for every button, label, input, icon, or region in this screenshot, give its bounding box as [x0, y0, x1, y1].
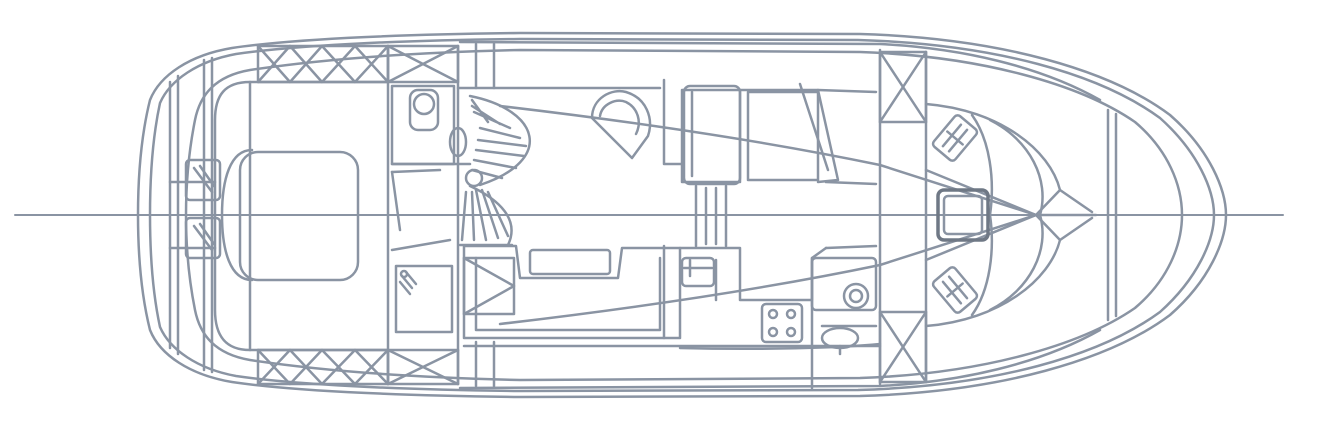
aft-cockpit-bench	[168, 80, 390, 352]
forward-hatch	[936, 188, 990, 242]
forward-hatch-panels	[878, 48, 928, 386]
dinette-seating	[662, 78, 878, 248]
galley-sink	[680, 256, 716, 288]
dinette-table	[746, 90, 820, 182]
aft-deck-hatches	[256, 44, 460, 386]
forward-v-berth	[498, 102, 1098, 328]
galley-counter	[462, 244, 828, 340]
aft-head-basin	[820, 324, 878, 356]
aft-head-toilet	[810, 244, 878, 390]
spiral-staircase	[458, 94, 532, 247]
forward-head-toilet	[390, 84, 472, 252]
cooktop-burners	[760, 302, 804, 344]
shower-stall	[394, 264, 454, 334]
hull-outline	[136, 31, 1228, 399]
